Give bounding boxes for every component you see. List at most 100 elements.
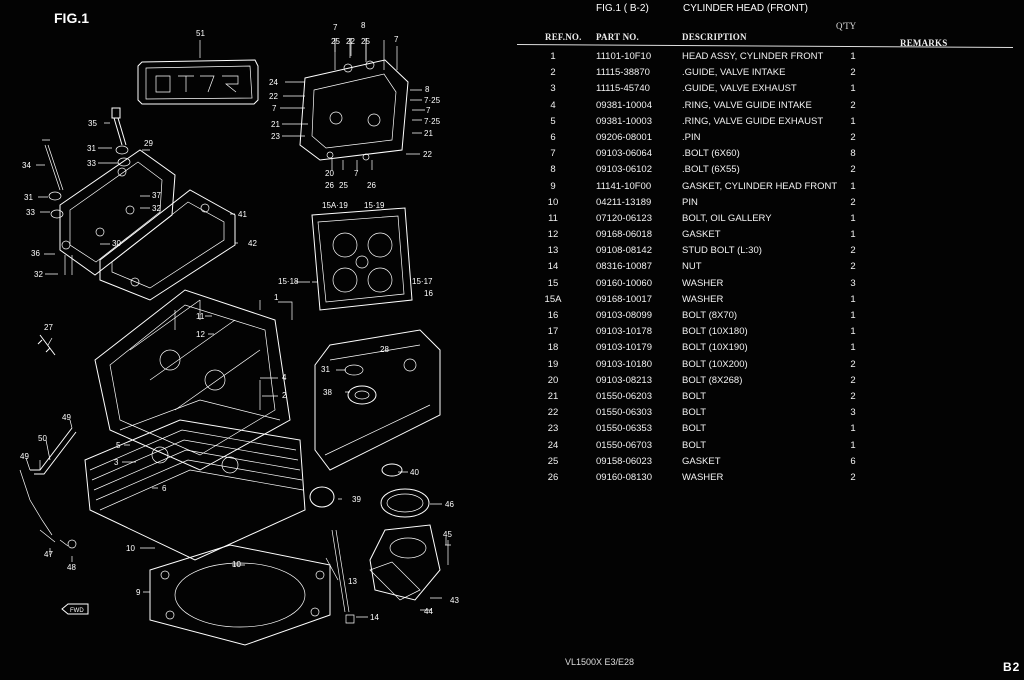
ref-no-cell: 26 — [547, 471, 559, 483]
qty-cell: 1 — [850, 115, 856, 127]
description-cell: GASKET — [682, 455, 721, 467]
part-no-cell: 09160-08130 — [596, 471, 652, 483]
part-no-cell: 09381-10003 — [596, 115, 652, 127]
qty-cell: 2 — [850, 374, 856, 386]
description-cell: .BOLT (6X55) — [682, 164, 740, 176]
callout-16: 16 — [424, 289, 433, 298]
qty-cell: 1 — [850, 342, 856, 354]
qty-cell: 8 — [850, 148, 856, 160]
head-underside-detail — [311, 207, 413, 311]
description-cell: WASHER — [682, 471, 724, 483]
qty-cell: 1 — [850, 423, 856, 435]
callout-31: 31 — [24, 193, 33, 202]
callout-30: 30 — [112, 239, 121, 248]
head-gasket-9 — [149, 544, 331, 646]
callout-21: 21 — [271, 120, 280, 129]
description-cell: .GUIDE, VALVE EXHAUST — [682, 83, 797, 95]
callout-1: 1 — [274, 293, 279, 302]
callout-39: 39 — [352, 495, 361, 504]
ref-no-cell: 4 — [550, 99, 556, 111]
qty-cell: 1 — [850, 51, 856, 62]
part-no-cell: 09160-10060 — [596, 277, 652, 289]
description-cell: PIN — [682, 196, 698, 208]
ref-no-cell: 19 — [547, 358, 559, 370]
callout-37: 37 — [152, 191, 161, 200]
callout-32: 32 — [152, 204, 161, 213]
ref-no-cell: 16 — [547, 310, 559, 321]
description-cell: WASHER — [682, 277, 724, 289]
emblem-plate-51 — [137, 59, 259, 105]
description-cell: HEAD ASSY, CYLINDER FRONT — [682, 51, 824, 62]
callout-14: 14 — [370, 613, 379, 622]
callout-8: 8 — [425, 85, 430, 94]
callout-49: 49 — [20, 452, 29, 461]
ref-no-cell: 9 — [550, 180, 556, 192]
callout-44: 44 — [424, 607, 433, 616]
qty-cell: 1 — [850, 83, 856, 95]
callout-32: 36 — [31, 249, 40, 258]
callout-47: 47 — [44, 550, 53, 559]
part-no-cell: 11115-38870 — [596, 67, 650, 79]
description-cell: BOLT (8X70) — [682, 310, 738, 321]
ref-no-cell: 17 — [547, 326, 559, 338]
description-cell: GASKET — [682, 229, 721, 241]
cylinder-fins — [84, 399, 306, 561]
description-cell: BOLT, OIL GALLERY — [682, 212, 772, 224]
ref-no-cell: 11 — [548, 212, 558, 224]
fwd-label: FWD — [70, 608, 84, 614]
callout-5: 5 — [116, 441, 121, 450]
callout-22: 22 — [346, 37, 355, 46]
qty-cell: 2 — [850, 471, 856, 483]
cylinder-head-1 — [94, 289, 291, 471]
qty-cell: 2 — [850, 390, 856, 402]
ref-no-cell: 7 — [550, 148, 556, 160]
callout-4: 4 — [282, 373, 287, 382]
callout-3: 3 — [114, 458, 119, 467]
callout-24: 24 — [269, 78, 278, 87]
callout-34: 34 — [22, 161, 31, 170]
part-no-cell: 08316-10087 — [596, 261, 652, 273]
ref-no-cell: 3 — [550, 83, 556, 95]
bolts-left — [37, 107, 131, 356]
qty-cell: 2 — [850, 358, 856, 370]
part-no-cell: 09108-08142 — [596, 245, 652, 257]
callout-6: 6 — [162, 484, 167, 493]
part-no-cell: 01550-06353 — [596, 423, 652, 435]
callout-42: 42 — [248, 239, 257, 248]
cylinder-head-drawing: 51 7 8 25 22 25 7 24 22 7 21 23 8 7·25 7… — [19, 21, 459, 646]
part-no-cell: 09103-08213 — [596, 374, 652, 386]
callout-50: 50 — [38, 434, 47, 443]
callout-11: 11 — [196, 312, 205, 321]
callout-20: 20 — [325, 169, 334, 178]
callout-8: 8 — [361, 21, 366, 30]
callout-7-25: 7·25 — [424, 96, 441, 105]
callout-49: 49 — [62, 413, 71, 422]
qty-cell: 2 — [850, 131, 856, 143]
exploded-parts-diagram: 51 7 8 25 22 25 7 24 22 7 21 23 8 7·25 7… — [0, 0, 505, 680]
oil-pipe-49 — [19, 427, 77, 549]
header-ref-no: REF.NO. — [545, 32, 582, 42]
description-cell: WASHER — [682, 293, 724, 305]
callout-numbers: 51 7 8 25 22 25 7 24 22 7 21 23 8 7·25 7… — [20, 21, 459, 622]
callout-25: 25 — [331, 37, 340, 46]
ref-no-cell: 18 — [547, 342, 559, 354]
part-no-cell: 11141-10F00 — [596, 180, 652, 192]
part-no-cell: 01550-06203 — [596, 390, 652, 402]
description-cell: .RING, VALVE GUIDE INTAKE — [682, 99, 812, 111]
callout-13: 13 — [348, 577, 357, 586]
part-no-cell: 09381-10004 — [596, 99, 652, 111]
callout-31: 31 — [87, 144, 96, 153]
part-no-cell: 09206-08001 — [596, 131, 652, 143]
callout-48: 48 — [67, 563, 76, 572]
part-no-cell: 09103-10179 — [596, 342, 652, 354]
cover-gasket-41-42 — [99, 189, 236, 301]
ref-no-cell: 13 — [547, 245, 559, 257]
callout-25: 25 — [339, 181, 348, 190]
callout-7: 7 — [426, 106, 431, 115]
